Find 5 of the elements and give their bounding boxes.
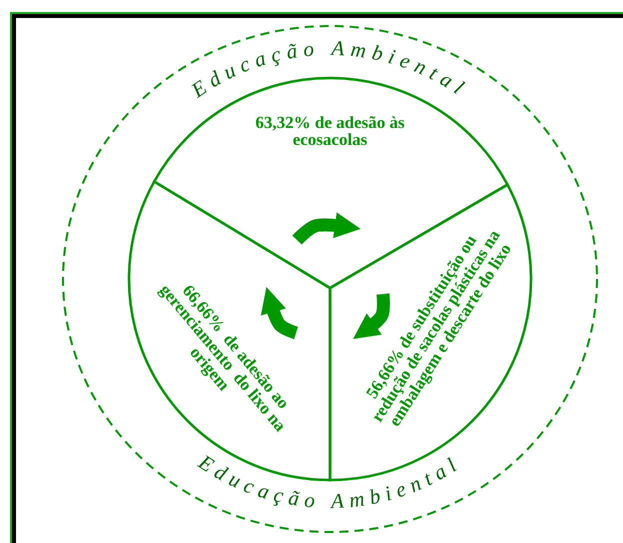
- curved-arrow: [292, 212, 361, 245]
- curved-arrow: [260, 287, 298, 340]
- curved-arrow: [353, 293, 390, 340]
- dashed-ring: [62, 25, 598, 533]
- sector-text: 63,32% de adesão às ecosacolas: [254, 114, 406, 148]
